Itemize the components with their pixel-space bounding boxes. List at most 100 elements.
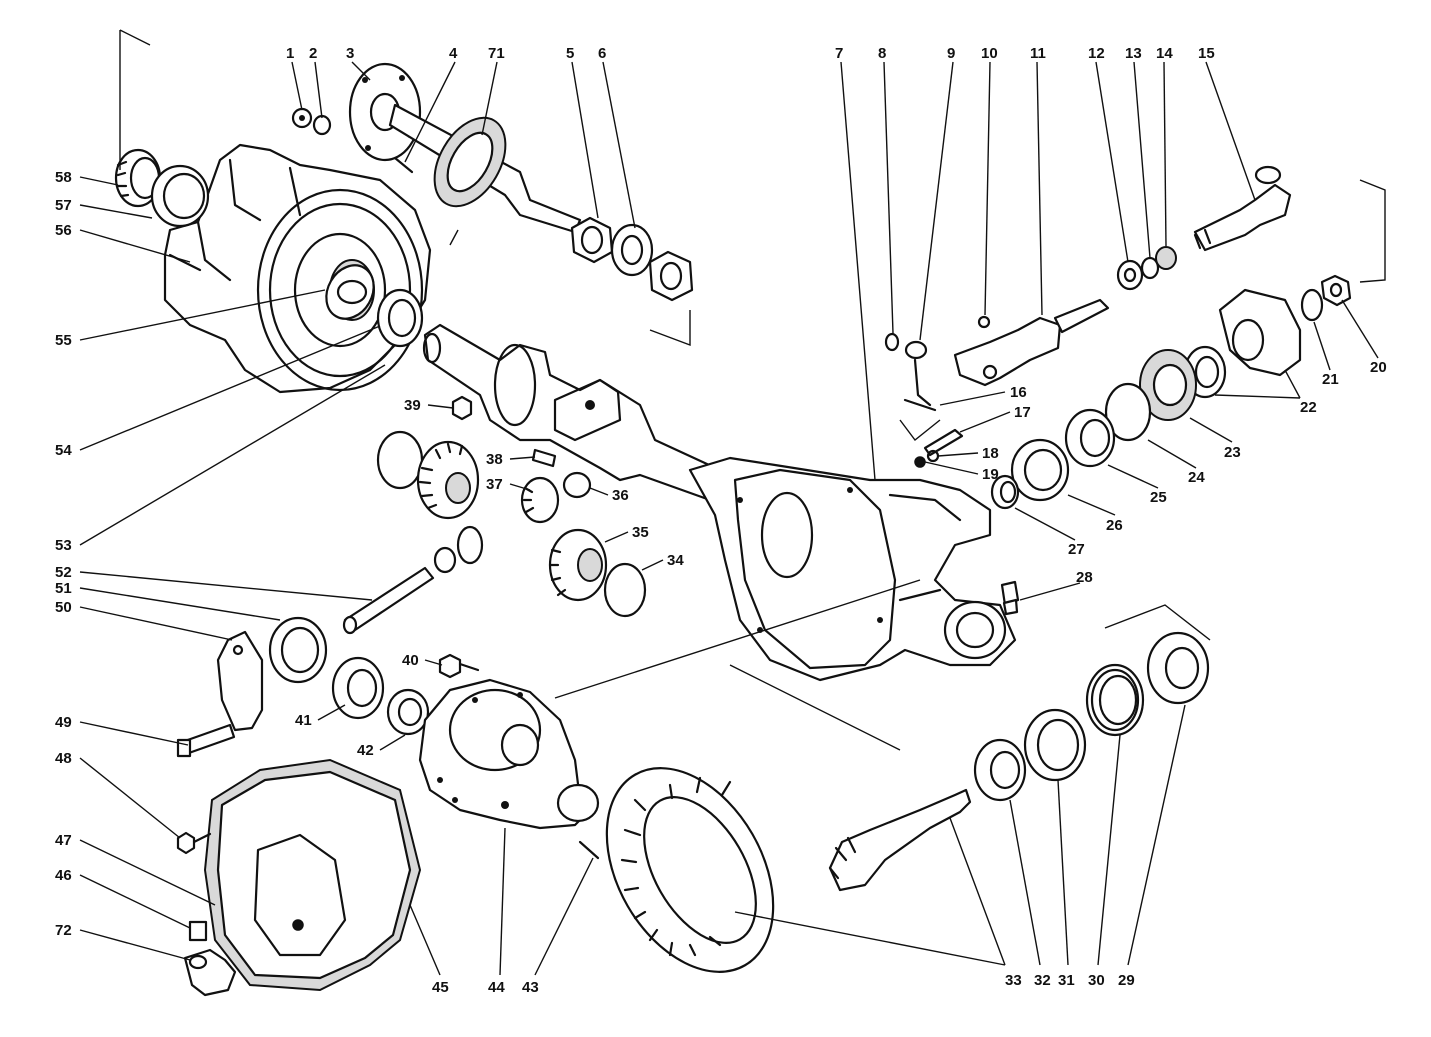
bearing-32 [973,738,1027,802]
race-26 [1010,438,1070,502]
callout-34: 34 [667,552,684,569]
seal-29 [1146,631,1210,705]
slip-yoke-11 [953,298,1110,387]
callout-3: 3 [346,45,354,62]
callout-30: 30 [1088,972,1105,989]
elbow-72 [183,948,237,997]
callout-6: 6 [598,45,606,62]
callout-29: 29 [1118,972,1135,989]
seal-23 [1139,349,1197,421]
callout-15: 15 [1198,45,1215,62]
drive-shaft-15 [1193,165,1292,252]
nut-5 [570,216,614,264]
diff-case-44 [418,678,600,830]
callout-14: 14 [1156,45,1173,62]
bolt-40 [438,653,480,679]
clip-10 [977,315,991,329]
callout-47: 47 [55,832,72,849]
washer-36 [562,471,592,499]
callout-55: 55 [55,332,72,349]
washer-2 [312,114,332,136]
callout-18: 18 [982,445,999,462]
callout-8: 8 [878,45,886,62]
nut-1 [291,107,313,129]
gasket-71 [433,116,507,208]
callout-19: 19 [982,466,999,483]
pin-43 [578,840,600,860]
callout-28: 28 [1076,569,1093,586]
callout-58: 58 [55,169,72,186]
callout-50: 50 [55,599,72,616]
bearing-cone-58 [114,148,162,208]
callout-48: 48 [55,750,72,767]
nut-19 [914,456,926,468]
spring-30 [1085,663,1145,737]
callout-46: 46 [55,867,72,884]
pin-4 [393,156,414,174]
callout-41: 41 [295,712,312,729]
callout-1: 1 [286,45,294,62]
callout-10: 10 [981,45,998,62]
callout-43: 43 [522,979,539,996]
drive-pinion-33 [828,788,972,892]
ring-8 [884,332,900,352]
thrust-washer-34 [603,562,647,618]
spring-27 [990,474,1020,510]
seal-54 [376,288,424,348]
bolt-39 [451,395,473,421]
bolt-48 [176,831,212,855]
callout-52: 52 [55,564,72,581]
pinion-gear-small [433,525,484,574]
bearing-25 [1064,408,1116,468]
cover-45 [203,758,422,992]
cross-shaft-52 [342,566,435,635]
callout-12: 12 [1088,45,1105,62]
callout-49: 49 [55,714,72,731]
shim-53 [376,430,424,490]
callout-44: 44 [488,979,505,996]
axle-housing-7 [688,456,1017,682]
callout-24: 24 [1188,469,1205,486]
callout-71: 71 [488,45,505,62]
callout-17: 17 [1014,404,1031,421]
callout-labels: 1 2 3 4 71 5 6 7 8 9 10 11 12 13 14 15 5… [55,45,1387,996]
callout-33: 33 [1005,972,1022,989]
fitting-9 [903,340,937,412]
callout-2: 2 [309,45,317,62]
callout-16: 16 [1010,384,1027,401]
lockwasher-6 [610,223,654,277]
nut-14 [1155,246,1177,270]
pinion-gear-37 [520,476,560,524]
breather-28 [1000,580,1020,616]
bearing-cap-50 [216,630,264,732]
callout-38: 38 [486,451,503,468]
callout-51: 51 [55,580,72,597]
callout-26: 26 [1106,517,1123,534]
callout-37: 37 [486,476,503,493]
pin-38 [531,448,557,468]
callout-54: 54 [55,442,72,459]
side-gear-35 [548,528,608,602]
callout-57: 57 [55,197,72,214]
callout-7: 7 [835,45,843,62]
nut-20 [1320,274,1352,307]
callout-56: 56 [55,222,72,239]
callout-23: 23 [1224,444,1241,461]
callout-39: 39 [404,397,421,414]
callout-32: 32 [1034,972,1051,989]
bearing-race-57 [150,164,210,228]
callout-27: 27 [1068,541,1085,558]
callout-11: 11 [1030,45,1046,62]
callout-9: 9 [947,45,955,62]
callout-4: 4 [449,45,458,62]
callout-40: 40 [402,652,419,669]
washer-24 [1104,382,1152,442]
race-51 [268,616,328,684]
callout-35: 35 [632,524,649,541]
bearing-41 [331,656,385,720]
callout-13: 13 [1125,45,1142,62]
side-gear [416,440,480,520]
race-31 [1023,708,1087,782]
callout-45: 45 [432,979,449,996]
